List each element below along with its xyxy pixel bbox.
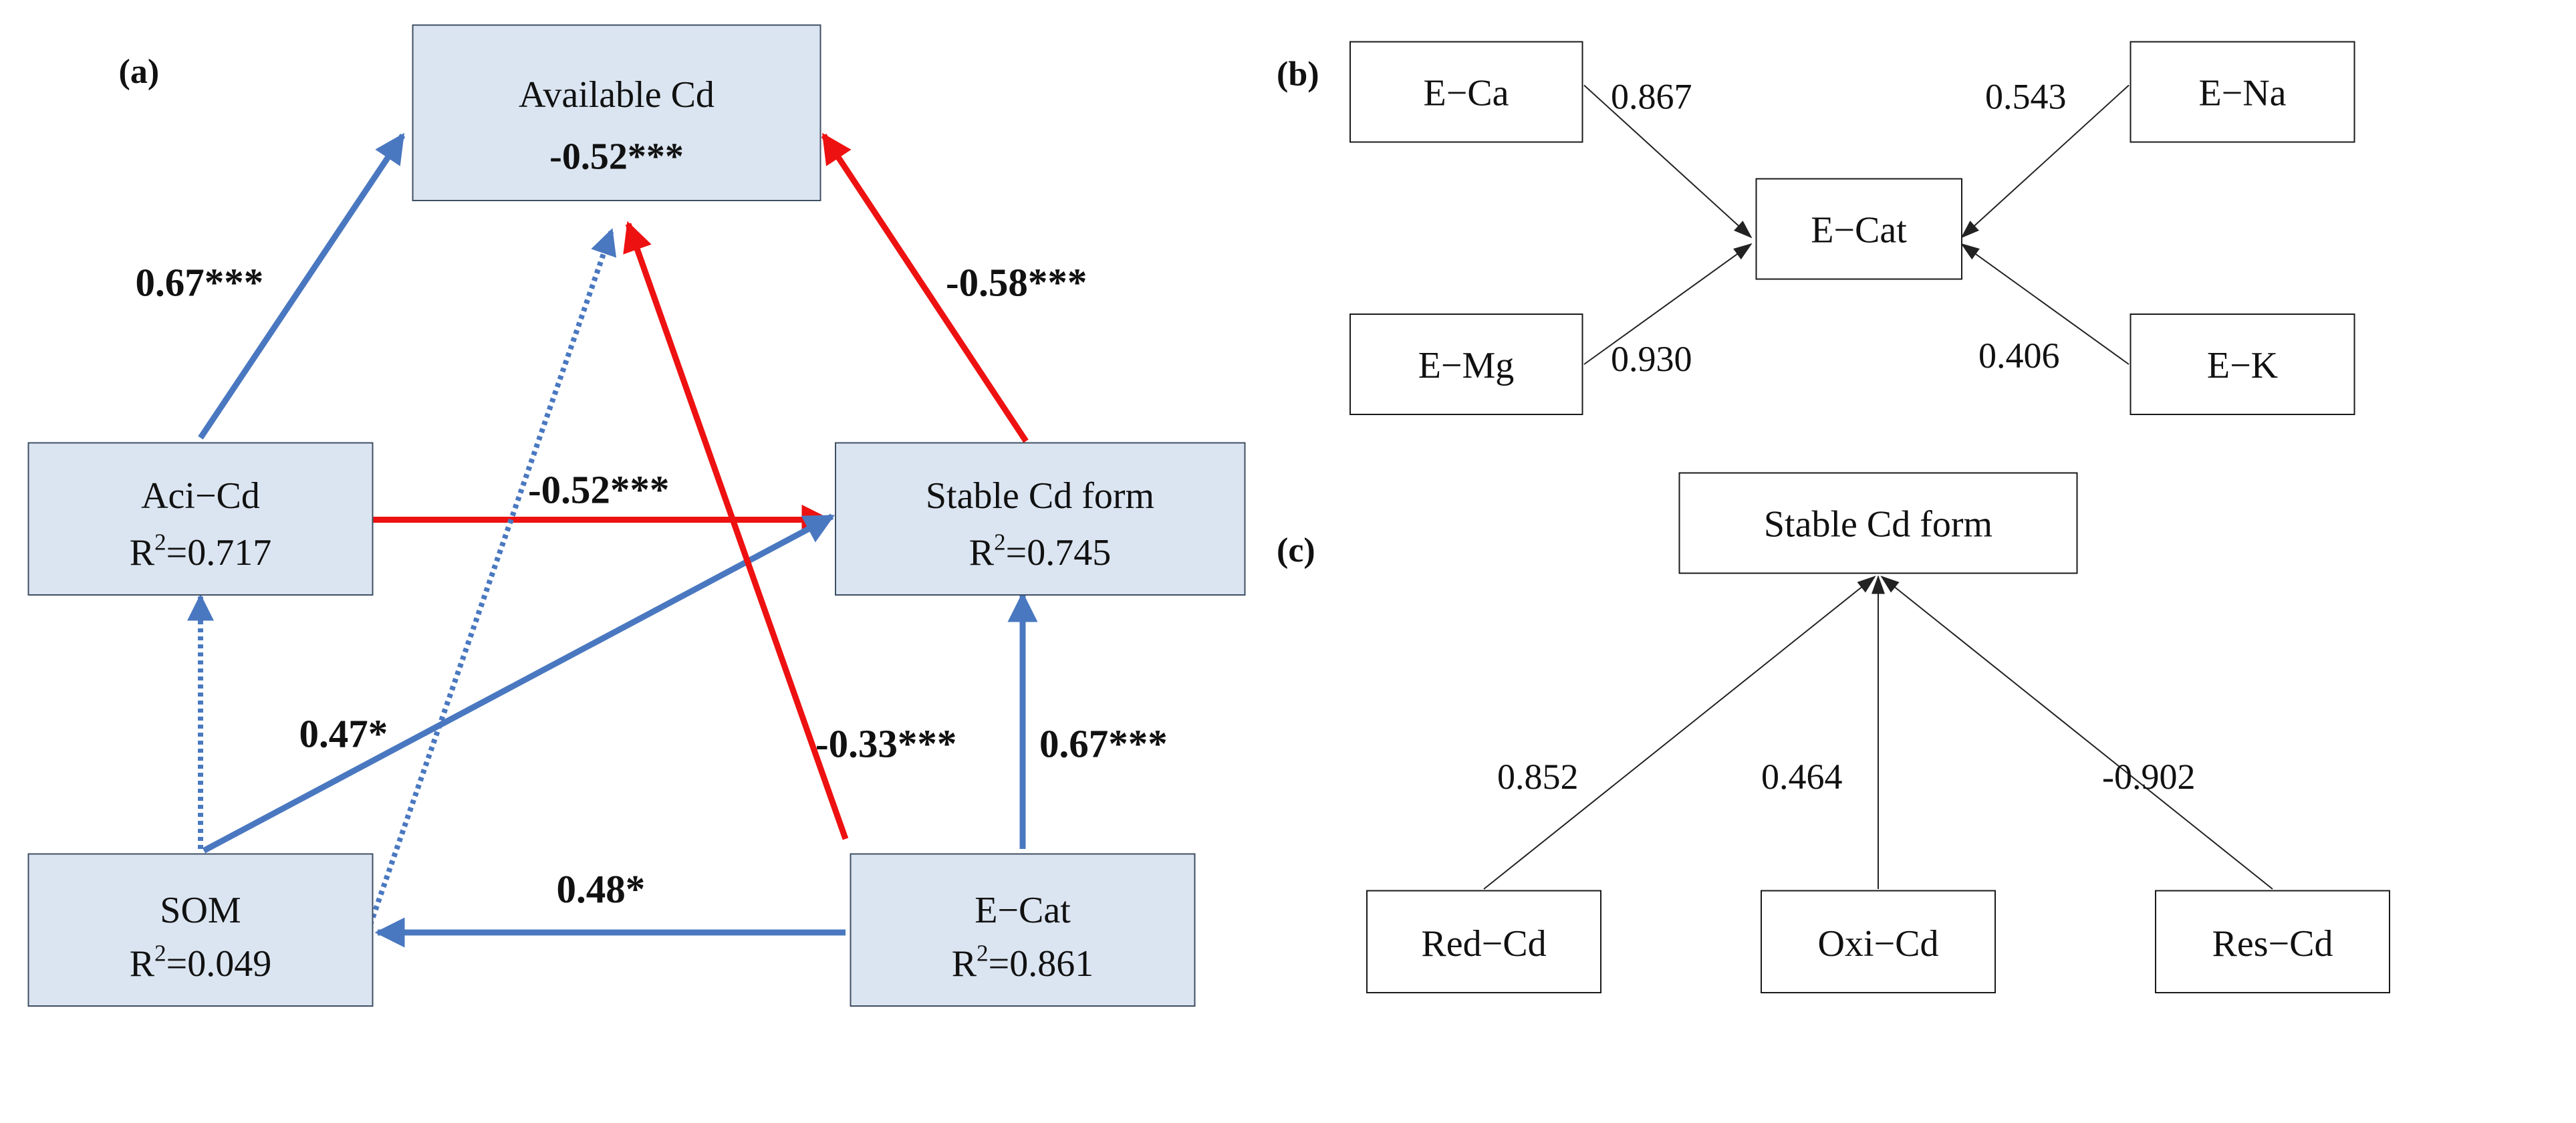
arrow-ecat-to-available <box>623 221 849 840</box>
line-redcd-to-stable <box>1483 576 1876 890</box>
loading-e-mg: 0.930 <box>1611 339 1692 379</box>
aci-cd-r2: R2=0.717 <box>130 529 271 574</box>
e-na-name: E−Na <box>2198 73 2286 114</box>
node-b-e-cat: E−Cat <box>1755 178 1962 280</box>
node-available-cd: Available Cd -0.52*** <box>412 24 821 201</box>
node-c-res-cd: Res−Cd <box>2155 890 2390 993</box>
node-aci-cd: Aci−Cd R2=0.717 <box>27 442 374 596</box>
line-ena-to-ecat <box>1960 84 2130 239</box>
loading-e-k: 0.406 <box>1978 336 2060 376</box>
stable-cd-r2: R2=0.745 <box>969 529 1111 574</box>
node-e-cat: E−Cat R2=0.861 <box>850 853 1196 1007</box>
oxi-cd-name: Oxi−Cd <box>1818 923 1939 965</box>
dashed-som-to-available <box>365 228 617 934</box>
stable-cd-name: Stable Cd form <box>926 475 1154 517</box>
som-name: SOM <box>160 890 241 931</box>
coef-ecat-to-available: -0.33*** <box>815 722 956 766</box>
arrow-aci-to-available <box>198 132 406 440</box>
coef-stable-to-available: -0.58*** <box>946 261 1087 305</box>
node-c-oxi-cd: Oxi−Cd <box>1761 890 1996 993</box>
panel-a: (a) Available Cd -0.52*** Aci−Cd R2=0.71… <box>27 24 1246 1007</box>
node-b-e-k: E−K <box>2130 314 2355 415</box>
loading-red-cd: 0.852 <box>1497 757 1579 797</box>
loading-e-ca: 0.867 <box>1611 77 1692 117</box>
node-c-red-cd: Red−Cd <box>1366 890 1601 993</box>
som-r2: R2=0.049 <box>130 941 271 985</box>
e-cat-r2: R2=0.861 <box>952 941 1093 985</box>
e-mg-name: E−Mg <box>1418 345 1515 386</box>
panel-a-label: (a) <box>119 53 160 91</box>
node-c-stable-cd-form: Stable Cd form <box>1678 472 2078 574</box>
loading-e-na: 0.543 <box>1985 77 2067 117</box>
panel-c-label: (c) <box>1277 531 1315 570</box>
red-cd-name: Red−Cd <box>1421 923 1546 965</box>
e-cat-name: E−Cat <box>975 890 1071 931</box>
c-stable-cd-name: Stable Cd form <box>1764 504 1992 545</box>
res-cd-name: Res−Cd <box>2212 923 2333 965</box>
loading-oxi-cd: 0.464 <box>1761 757 1843 797</box>
arrow-stable-to-available <box>821 132 1029 443</box>
line-rescd-to-stable <box>1880 576 2273 890</box>
available-cd-name: Available Cd <box>519 74 715 116</box>
coef-aci-to-available: 0.67*** <box>136 261 264 305</box>
node-b-e-ca: E−Ca <box>1349 41 1583 143</box>
node-b-e-na: E−Na <box>2130 41 2355 143</box>
node-stable-cd-form: Stable Cd form R2=0.745 <box>835 442 1246 596</box>
node-som: SOM R2=0.049 <box>27 853 374 1007</box>
e-ca-name: E−Ca <box>1424 73 1509 114</box>
arrow-som-to-stable <box>202 513 835 854</box>
line-emg-to-ecat <box>1583 243 1753 365</box>
loading-res-cd: -0.902 <box>2102 757 2195 797</box>
aci-cd-name: Aci−Cd <box>141 475 260 517</box>
node-b-e-mg: E−Mg <box>1349 314 1583 415</box>
line-ek-to-ecat <box>1960 243 2130 365</box>
b-e-cat-name: E−Cat <box>1811 210 1907 251</box>
panel-c: (c) Stable Cd form Red−Cd Oxi−Cd Res−Cd … <box>1277 472 2390 993</box>
coef-aci-to-stable: -0.52*** <box>528 468 669 512</box>
panel-b-label: (b) <box>1277 55 1319 94</box>
coef-ecat-to-stable: 0.67*** <box>1039 722 1168 766</box>
available-cd-value: -0.52*** <box>549 136 684 178</box>
panel-b: (b) E−Ca E−Mg E−Cat E−Na E−K 0.867 0.930… <box>1277 41 2355 415</box>
coef-som-to-stable: 0.47* <box>299 712 388 756</box>
e-k-name: E−K <box>2207 345 2278 386</box>
line-eca-to-ecat <box>1583 84 1753 239</box>
coef-ecat-to-som: 0.48* <box>557 867 646 911</box>
